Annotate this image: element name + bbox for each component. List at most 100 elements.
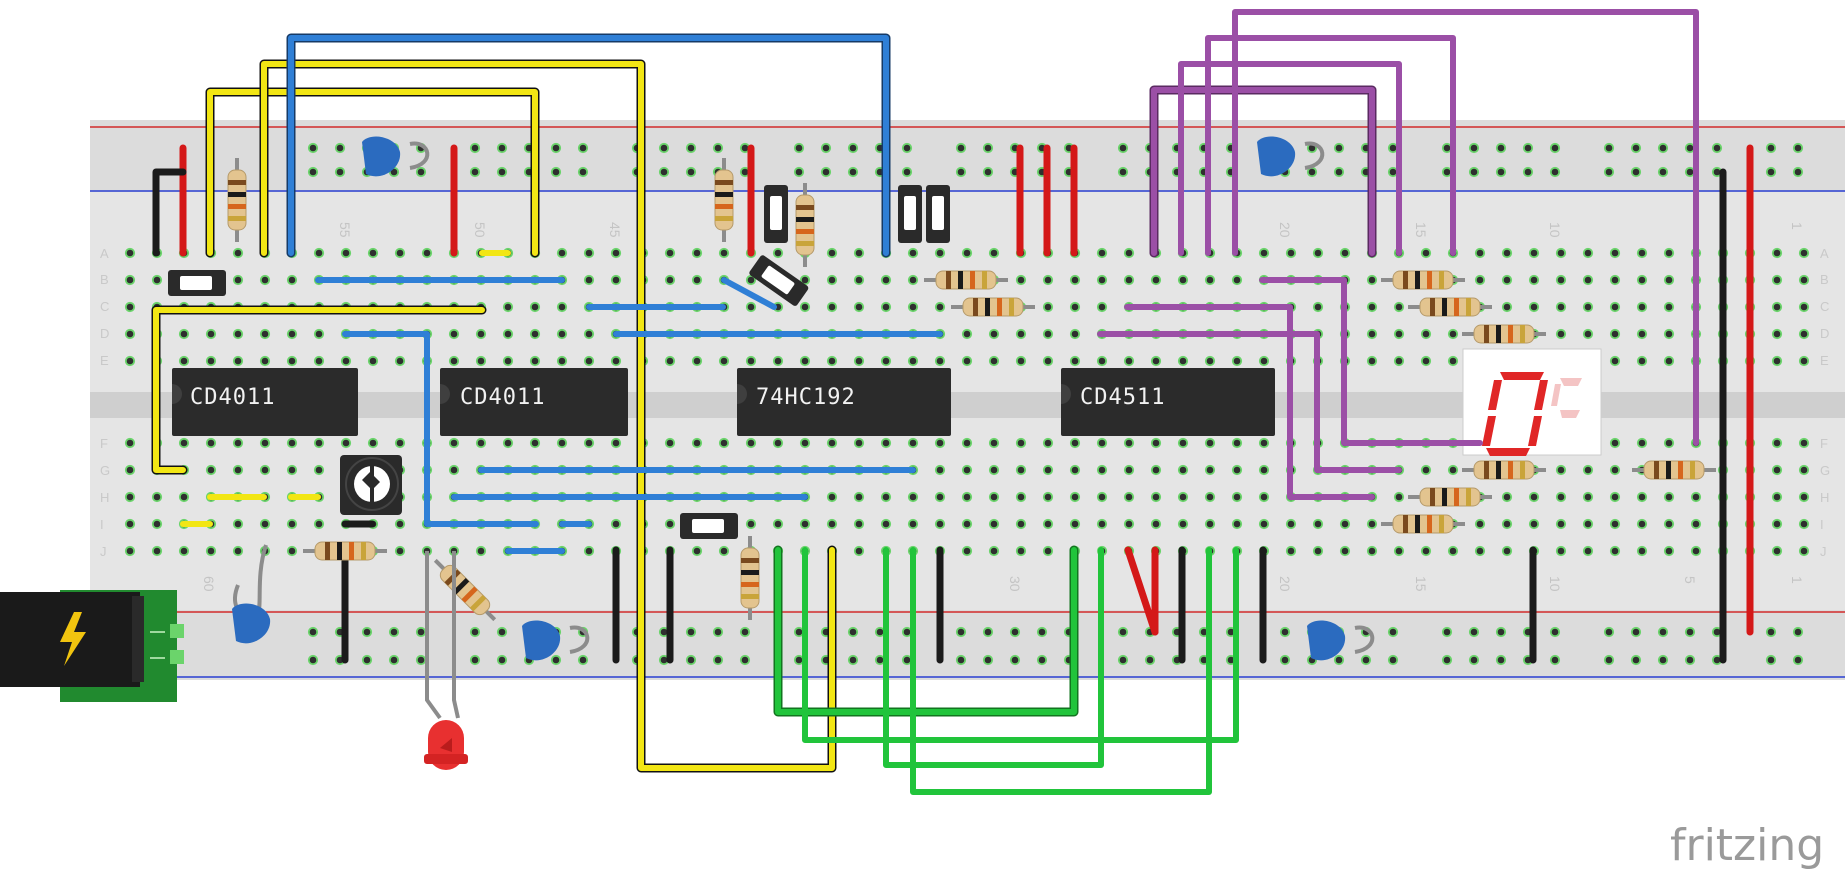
breadboard-hole[interactable] xyxy=(1069,518,1081,530)
wire-purple[interactable] xyxy=(1232,9,1699,446)
breadboard-hole[interactable] xyxy=(1117,654,1129,666)
breadboard-hole[interactable] xyxy=(448,464,460,476)
breadboard-hole[interactable] xyxy=(1447,355,1459,367)
breadboard-hole[interactable] xyxy=(658,142,670,154)
breadboard-hole[interactable] xyxy=(1609,491,1621,503)
breadboard-hole[interactable] xyxy=(1771,301,1783,313)
breadboard-hole[interactable] xyxy=(1609,301,1621,313)
resistor[interactable] xyxy=(1462,460,1546,480)
breadboard-hole[interactable] xyxy=(1387,626,1399,638)
breadboard-hole[interactable] xyxy=(610,518,622,530)
breadboard-hole[interactable] xyxy=(1609,247,1621,259)
breadboard-hole[interactable] xyxy=(1042,518,1054,530)
breadboard-hole[interactable] xyxy=(259,464,271,476)
breadboard-hole[interactable] xyxy=(550,142,562,154)
breadboard-hole[interactable] xyxy=(205,545,217,557)
breadboard-hole[interactable] xyxy=(1366,274,1378,286)
breadboard-hole[interactable] xyxy=(1231,518,1243,530)
breadboard-hole[interactable] xyxy=(961,545,973,557)
breadboard-hole[interactable] xyxy=(1636,247,1648,259)
led[interactable] xyxy=(424,551,468,770)
breadboard-hole[interactable] xyxy=(1636,491,1648,503)
resistor[interactable] xyxy=(740,536,760,620)
breadboard-hole[interactable] xyxy=(1312,301,1324,313)
breadboard-hole[interactable] xyxy=(124,518,136,530)
breadboard-hole[interactable] xyxy=(286,518,298,530)
breadboard-hole[interactable] xyxy=(367,355,379,367)
breadboard-hole[interactable] xyxy=(685,654,697,666)
breadboard-hole[interactable] xyxy=(1279,626,1291,638)
breadboard-hole[interactable] xyxy=(1258,464,1270,476)
breadboard-hole[interactable] xyxy=(1042,274,1054,286)
resistor[interactable] xyxy=(951,297,1035,317)
breadboard-hole[interactable] xyxy=(1663,301,1675,313)
breadboard-hole[interactable] xyxy=(1663,437,1675,449)
breadboard-hole[interactable] xyxy=(1603,626,1615,638)
capacitor[interactable] xyxy=(1257,136,1325,177)
breadboard-hole[interactable] xyxy=(961,355,973,367)
breadboard-hole[interactable] xyxy=(1549,142,1561,154)
breadboard-hole[interactable] xyxy=(1258,437,1270,449)
breadboard-hole[interactable] xyxy=(313,464,325,476)
breadboard-hole[interactable] xyxy=(1069,274,1081,286)
breadboard-hole[interactable] xyxy=(496,166,508,178)
breadboard-hole[interactable] xyxy=(1015,328,1027,340)
breadboard-hole[interactable] xyxy=(955,626,967,638)
breadboard-hole[interactable] xyxy=(1420,545,1432,557)
breadboard-hole[interactable] xyxy=(907,301,919,313)
slide-switch[interactable] xyxy=(764,185,788,243)
breadboard-hole[interactable] xyxy=(1069,491,1081,503)
breadboard-hole[interactable] xyxy=(847,626,859,638)
breadboard-hole[interactable] xyxy=(388,654,400,666)
breadboard-hole[interactable] xyxy=(793,626,805,638)
breadboard-hole[interactable] xyxy=(1771,437,1783,449)
breadboard-hole[interactable] xyxy=(1582,518,1594,530)
breadboard-hole[interactable] xyxy=(988,545,1000,557)
breadboard-hole[interactable] xyxy=(664,437,676,449)
breadboard-hole[interactable] xyxy=(475,437,487,449)
breadboard-hole[interactable] xyxy=(1123,464,1135,476)
breadboard-hole[interactable] xyxy=(853,545,865,557)
breadboard-hole[interactable] xyxy=(1015,355,1027,367)
breadboard-hole[interactable] xyxy=(988,437,1000,449)
breadboard-hole[interactable] xyxy=(1495,142,1507,154)
breadboard-hole[interactable] xyxy=(286,464,298,476)
breadboard-hole[interactable] xyxy=(1441,626,1453,638)
breadboard-hole[interactable] xyxy=(1582,247,1594,259)
breadboard-hole[interactable] xyxy=(1528,301,1540,313)
breadboard-hole[interactable] xyxy=(1798,328,1810,340)
breadboard-hole[interactable] xyxy=(1549,626,1561,638)
breadboard-hole[interactable] xyxy=(1447,464,1459,476)
breadboard-hole[interactable] xyxy=(745,518,757,530)
breadboard-hole[interactable] xyxy=(1474,247,1486,259)
breadboard-hole[interactable] xyxy=(259,274,271,286)
breadboard-hole[interactable] xyxy=(1792,142,1804,154)
breadboard-hole[interactable] xyxy=(1528,274,1540,286)
breadboard-hole[interactable] xyxy=(1204,491,1216,503)
breadboard-hole[interactable] xyxy=(583,328,595,340)
breadboard-hole[interactable] xyxy=(1015,464,1027,476)
breadboard-hole[interactable] xyxy=(1231,437,1243,449)
breadboard-hole[interactable] xyxy=(1069,464,1081,476)
breadboard-hole[interactable] xyxy=(907,274,919,286)
breadboard-hole[interactable] xyxy=(1630,654,1642,666)
wire-blue[interactable] xyxy=(288,35,889,256)
breadboard-hole[interactable] xyxy=(880,301,892,313)
breadboard-hole[interactable] xyxy=(475,545,487,557)
breadboard-hole[interactable] xyxy=(772,437,784,449)
breadboard-hole[interactable] xyxy=(988,491,1000,503)
slide-switch[interactable] xyxy=(898,185,922,243)
breadboard-hole[interactable] xyxy=(1042,328,1054,340)
breadboard-hole[interactable] xyxy=(1069,355,1081,367)
breadboard-hole[interactable] xyxy=(421,247,433,259)
breadboard-hole[interactable] xyxy=(853,301,865,313)
breadboard-hole[interactable] xyxy=(475,355,487,367)
breadboard-hole[interactable] xyxy=(880,518,892,530)
breadboard-hole[interactable] xyxy=(982,166,994,178)
breadboard-hole[interactable] xyxy=(799,437,811,449)
breadboard-hole[interactable] xyxy=(178,437,190,449)
wire-green[interactable] xyxy=(775,547,1077,715)
breadboard-hole[interactable] xyxy=(1177,491,1189,503)
breadboard-hole[interactable] xyxy=(1285,518,1297,530)
breadboard-hole[interactable] xyxy=(577,142,589,154)
